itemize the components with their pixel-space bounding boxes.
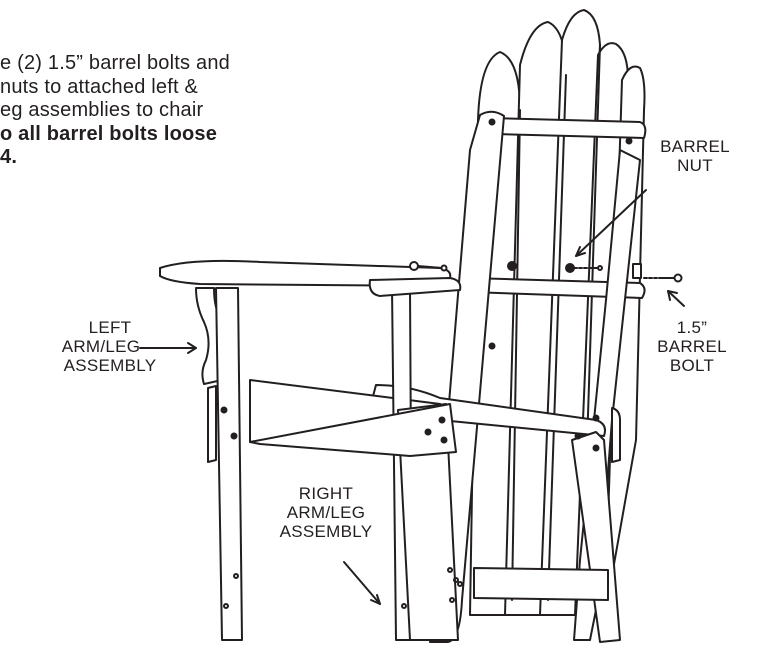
back-slat-groove-2 (547, 74, 567, 601)
bolt-hole (440, 436, 448, 444)
right-side-panel (611, 407, 621, 463)
left-arm-leg-label-line-3: ASSEMBLY (63, 356, 157, 375)
right-arm-leg-label-line-1: RIGHT (298, 484, 354, 503)
bolt-hole (449, 597, 455, 603)
barrel-bolt-label-line-1: 1.5” (676, 318, 708, 337)
instruction-text: e (2) 1.5” barrel bolts and nuts to atta… (0, 52, 330, 170)
bolt-hole (233, 573, 239, 579)
barrel-nut-label-line-1: BARREL (660, 137, 730, 156)
instruction-line-3: eg assemblies to chair (0, 99, 204, 121)
barrel-nut-left (507, 261, 517, 271)
bolt-hole (220, 406, 228, 414)
barrel-nut-arrow (575, 189, 647, 257)
instruction-bold-line-2: 4. (0, 146, 18, 168)
bolt-hole (424, 428, 432, 436)
instruction-line-2: nuts to attached left & (0, 75, 199, 98)
barrel-bolt-right (632, 263, 683, 283)
left-front-leg (215, 287, 243, 641)
bolt-hole (488, 118, 496, 126)
bolt-hole (457, 581, 463, 587)
left-arm-leg-label-line-2: ARM/LEG (61, 337, 141, 356)
top-back-brace (487, 117, 647, 139)
barrel-nut-right (565, 263, 603, 273)
barrel-nut-label: BARREL NUT (655, 137, 735, 175)
bolt-hole (230, 432, 238, 440)
bolt-hole (625, 137, 633, 145)
bolt-hole (447, 567, 453, 573)
right-front-leg (397, 403, 459, 641)
barrel-bolt-label-line-3: BOLT (669, 356, 715, 375)
bolt-hole (438, 416, 446, 424)
bolt-hole (401, 603, 407, 609)
right-arm-leg-label-line-3: ASSEMBLY (279, 522, 373, 541)
lower-cross-brace (473, 567, 609, 601)
barrel-bolt-label-line-2: BARREL (657, 337, 727, 356)
left-arm-leg-label: LEFT ARM/LEG ASSEMBLY (54, 318, 166, 375)
bolt-hole (453, 577, 459, 583)
barrel-nut-label-line-2: NUT (677, 156, 713, 175)
right-arm-leg-arrow (343, 561, 381, 605)
left-arm-leg-label-line-1: LEFT (88, 318, 132, 337)
back-slat-groove-1 (511, 109, 521, 601)
right-armrest-tip (368, 277, 462, 297)
instruction-bold-line-1: o all barrel bolts loose (0, 122, 218, 145)
right-front-rail (249, 403, 457, 457)
back-slats (469, 9, 646, 616)
right-arm-leg-label: RIGHT ARM/LEG ASSEMBLY (270, 484, 382, 541)
bolt-hole (488, 342, 496, 350)
barrel-bolt-label: 1.5” BARREL BOLT (640, 318, 744, 375)
left-arm-leg-arrow (139, 342, 197, 354)
bolt-hole (574, 432, 582, 440)
barrel-bolt-left-arm (409, 261, 448, 272)
right-arm-leg-label-line-2: ARM/LEG (286, 503, 366, 522)
middle-back-brace (469, 277, 646, 299)
bolt-hole (592, 444, 600, 452)
bolt-hole (223, 603, 229, 609)
instruction-line-1: e (2) 1.5” barrel bolts and (0, 52, 230, 74)
barrel-bolt-arrow (667, 290, 685, 307)
left-side-panel (207, 385, 217, 463)
bolt-hole (592, 414, 600, 422)
